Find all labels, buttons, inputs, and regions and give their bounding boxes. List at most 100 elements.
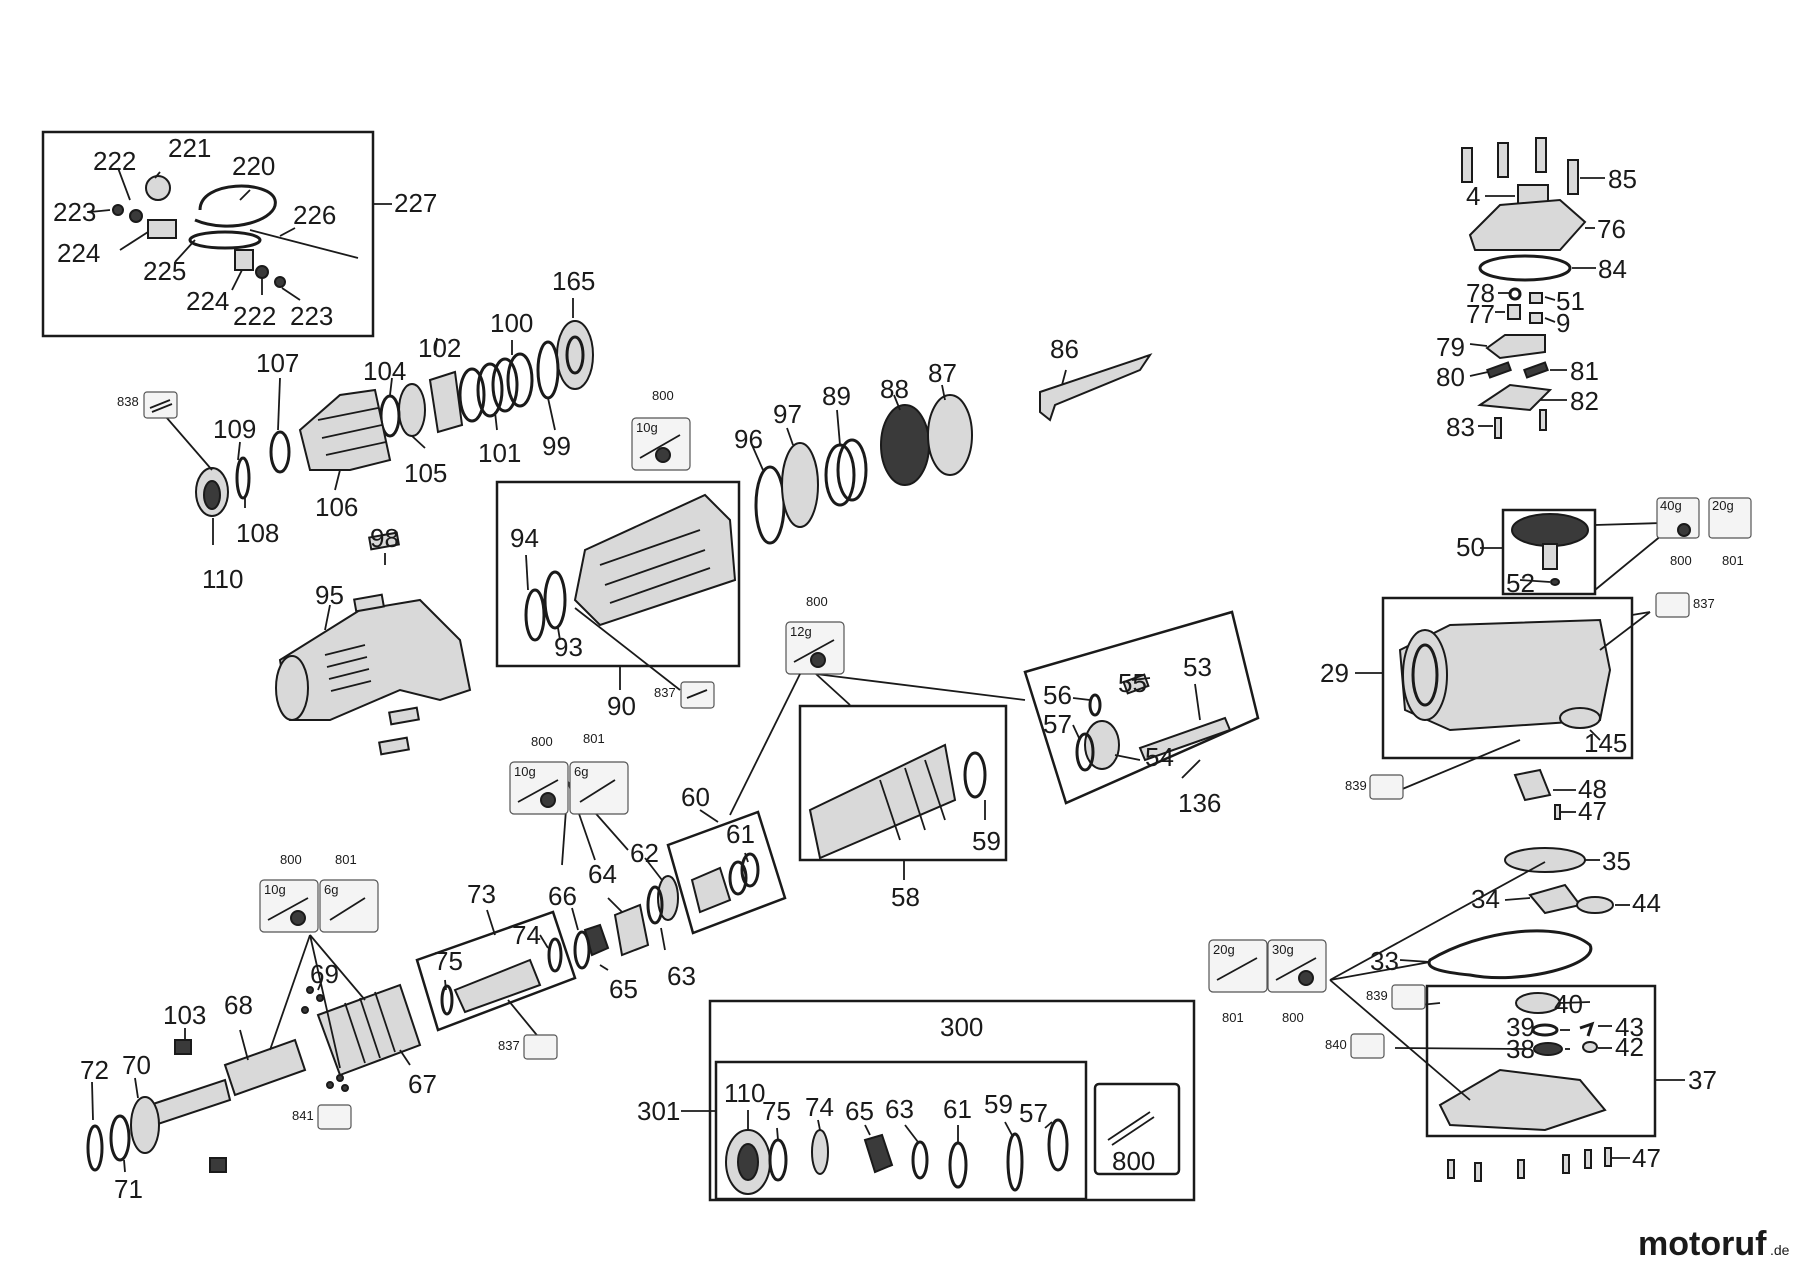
grease-icon-841 [317, 1104, 352, 1130]
label-801: 801 [583, 731, 605, 746]
label-70: 70 [122, 1050, 151, 1080]
part-88-shape [880, 404, 930, 486]
label-85: 85 [1608, 164, 1637, 194]
logo-wordmark: motoruf [1638, 1225, 1767, 1263]
label-39: 39 [1506, 1012, 1535, 1042]
grease-tube-icon-800 [631, 417, 691, 471]
label-80: 80 [1436, 362, 1465, 392]
label-75: 75 [434, 946, 463, 976]
part-76-shape [1468, 198, 1587, 251]
part-37-shape [1438, 1068, 1607, 1132]
part-165-shape [556, 320, 594, 390]
label-100: 100 [490, 308, 533, 338]
grease-tube-icon-800 [1656, 497, 1700, 539]
label-4: 4 [1466, 181, 1480, 211]
part-86-shape [1039, 353, 1153, 422]
kit-label-63: 63 [885, 1094, 914, 1124]
kit-label-74: 74 [805, 1092, 834, 1122]
part-95-shape [278, 598, 472, 721]
label-801: 801 [1722, 553, 1744, 568]
label-72: 72 [80, 1055, 109, 1085]
label-67: 67 [408, 1069, 437, 1099]
gear-housing-group [1355, 508, 1663, 820]
label-56: 56 [1043, 680, 1072, 710]
label-301: 301 [637, 1096, 680, 1126]
grease-icon-839 [1369, 774, 1404, 800]
kit-label-59: 59 [984, 1089, 1013, 1119]
label-109: 109 [213, 414, 256, 444]
label-226: 226 [293, 200, 336, 230]
label-40: 40 [1554, 989, 1583, 1019]
label-800: 800 [280, 852, 302, 867]
label-34: 34 [1471, 884, 1500, 914]
label-20g: 20g [1712, 498, 1734, 513]
part-35-shape [1504, 847, 1586, 873]
label-57: 57 [1043, 709, 1072, 739]
label-839: 839 [1366, 988, 1388, 1003]
part-106-shape [298, 388, 392, 471]
grease-icon-838 [143, 391, 178, 419]
label-63: 63 [667, 961, 696, 991]
label-136: 136 [1178, 788, 1221, 818]
kit-label-800: 800 [1112, 1146, 1155, 1176]
label-81: 81 [1570, 356, 1599, 386]
label-6g: 6g [324, 882, 338, 897]
label-221: 221 [168, 133, 211, 163]
label-42: 42 [1615, 1032, 1644, 1062]
grease-tube-icon-801 [1208, 939, 1268, 993]
label-800: 800 [806, 594, 828, 609]
label-6g: 6g [574, 764, 588, 779]
label-60: 60 [681, 782, 710, 812]
label-145: 145 [1584, 728, 1627, 758]
grease-icon-837 [523, 1034, 558, 1060]
label-223: 223 [53, 197, 96, 227]
grease-icon-839 [1391, 984, 1426, 1010]
label-10g: 10g [514, 764, 536, 779]
label-40g: 40g [1660, 498, 1682, 513]
motor-cover-assembly [1461, 137, 1605, 439]
label-64: 64 [588, 859, 617, 889]
label-224: 224 [57, 238, 100, 268]
label-105: 105 [404, 458, 447, 488]
part-221-shape [145, 175, 171, 201]
part-68-shape [223, 1038, 307, 1097]
grease-tube-icon-800 [785, 621, 845, 675]
label-79: 79 [1436, 332, 1465, 362]
label-44: 44 [1632, 888, 1661, 918]
label-66: 66 [548, 881, 577, 911]
group-box-50 [1501, 508, 1597, 596]
group-box-301 [714, 1060, 1088, 1201]
part-48-shape [1513, 768, 1552, 802]
group-box-29 [1381, 596, 1634, 760]
group-box-58 [798, 704, 1008, 862]
label-55: 55 [1118, 668, 1147, 698]
label-47: 47 [1578, 796, 1607, 826]
label-837: 837 [1693, 596, 1715, 611]
service-kit-grease-800 [1093, 1082, 1181, 1176]
label-10g: 10g [264, 882, 286, 897]
label-29: 29 [1320, 658, 1349, 688]
kit-label-110: 110 [724, 1078, 765, 1108]
label-69: 69 [310, 959, 339, 989]
service-kit-group [681, 999, 1196, 1202]
label-224: 224 [186, 286, 229, 316]
group-box-73 [415, 910, 577, 1032]
side-handle-shape [194, 184, 277, 228]
label-222: 222 [93, 146, 136, 176]
label-95: 95 [315, 580, 344, 610]
label-96: 96 [734, 424, 763, 454]
label-220: 220 [232, 151, 275, 181]
part-58-shape [808, 743, 957, 860]
label-106: 106 [315, 492, 358, 522]
label-62: 62 [630, 838, 659, 868]
kit-label-65: 65 [845, 1096, 874, 1126]
motoruf-logo: motoruf .de [1638, 1225, 1790, 1263]
label-71: 71 [114, 1174, 143, 1204]
group-90 [495, 480, 741, 691]
label-222: 222 [233, 301, 276, 331]
grease-tube-icon-801 [319, 879, 379, 933]
label-65: 65 [609, 974, 638, 1004]
grease-icon-837 [680, 681, 715, 709]
part-64-shape [613, 903, 650, 957]
label-225: 225 [143, 256, 186, 286]
